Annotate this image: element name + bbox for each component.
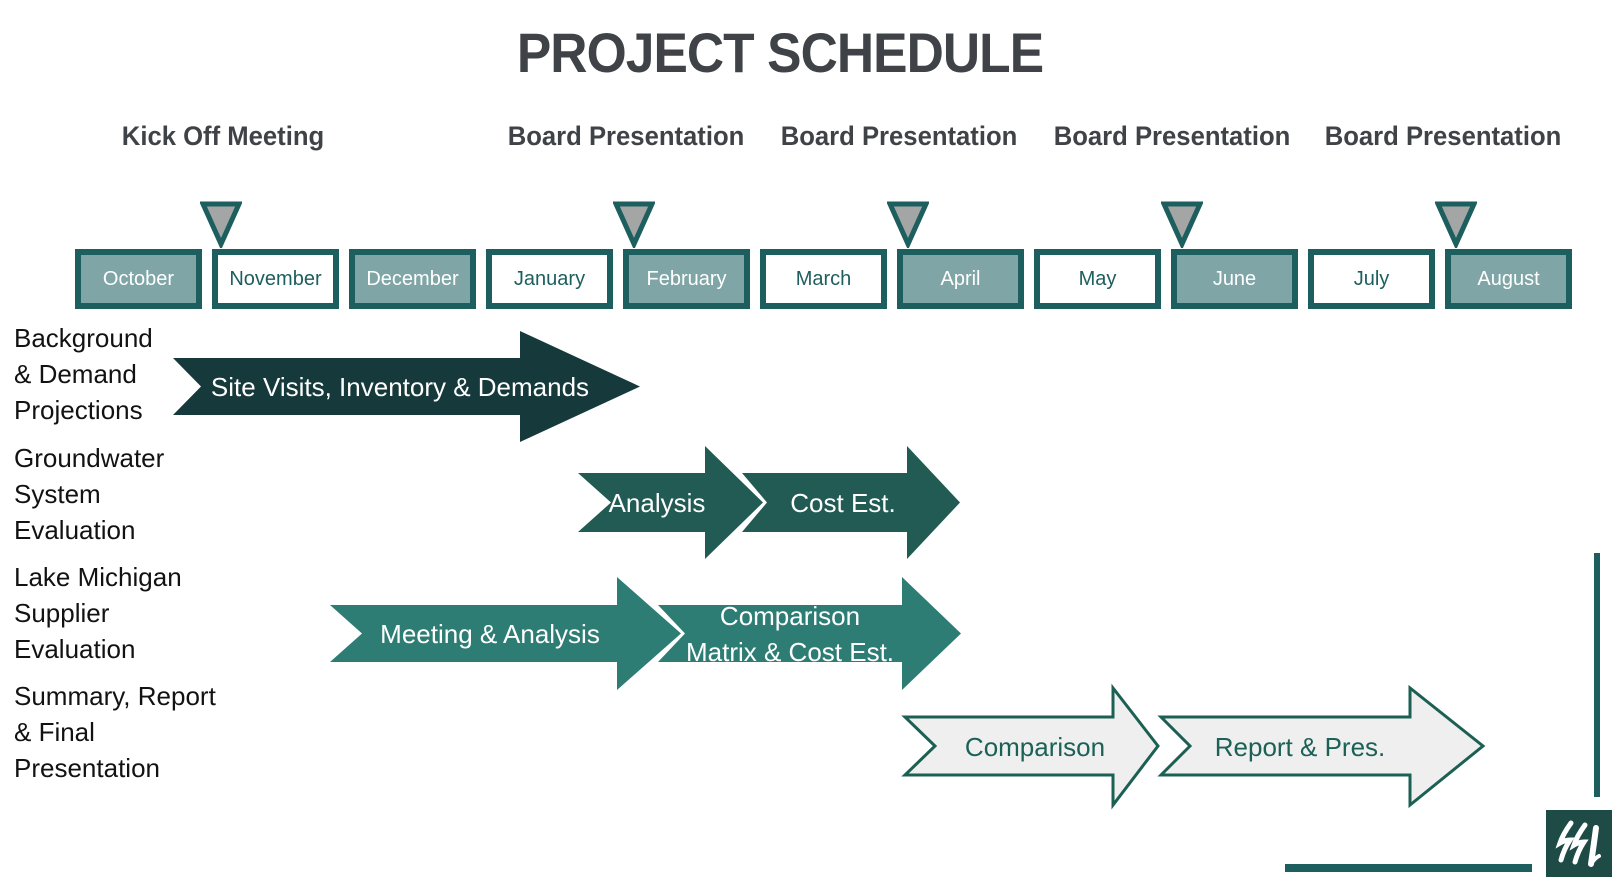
footer-line: [1285, 864, 1532, 872]
milestone-label-board-4: Board Presentation: [1324, 121, 1562, 151]
milestone-triangle-icon: [199, 201, 243, 253]
task-arrow-analysis: [578, 446, 763, 559]
task-label-groundwater: Groundwater System Evaluation: [14, 443, 165, 545]
milestone-label-board-1: Board Presentation: [507, 121, 745, 151]
page-title: PROJECT SCHEDULE: [516, 21, 1044, 84]
brush-monogram-icon: [1555, 820, 1601, 867]
month-cell: July: [1308, 249, 1435, 309]
task-arrow-site-visits: [173, 331, 640, 442]
arrow-text: Meeting & Analysis: [380, 619, 600, 649]
month-cell: March: [760, 249, 887, 309]
vertical-divider-line: [1594, 553, 1600, 797]
task-arrow-comparison: [901, 683, 1160, 810]
milestone-label-board-2: Board Presentation: [780, 121, 1018, 151]
milestone-triangle-icon: [612, 201, 656, 253]
arrow-text: Cost Est.: [790, 488, 896, 518]
task-arrow-report-pres: [1157, 684, 1486, 809]
milestone-label-board-3: Board Presentation: [1053, 121, 1291, 151]
task-arrow-comparison-matrix: [658, 577, 961, 690]
task-label-summary-report: Summary, Report & Final Presentation: [14, 681, 216, 783]
arrow-text: Site Visits, Inventory & Demands: [210, 372, 590, 402]
month-cell: August: [1445, 249, 1572, 309]
arrow-text: Report & Pres.: [1214, 732, 1386, 762]
month-cell: June: [1171, 249, 1298, 309]
month-cell: May: [1034, 249, 1161, 309]
month-cell: October: [75, 249, 202, 309]
arrow-text: Comparison: [964, 732, 1106, 762]
task-arrow-meeting-analysis: [330, 577, 681, 690]
milestone-label-kickoff: Kick Off Meeting: [121, 121, 325, 151]
milestone-triangle-icon: [886, 201, 930, 253]
month-cell: November: [212, 249, 339, 309]
milestone-triangle-icon: [1160, 201, 1204, 253]
month-cell: December: [349, 249, 476, 309]
month-cell: January: [486, 249, 613, 309]
arrow-text: Comparison Matrix & Cost Est.: [685, 601, 895, 667]
month-cell: February: [623, 249, 750, 309]
task-label-background-demand: Background & Demand Projections: [14, 323, 153, 425]
arrow-text: Analysis: [608, 488, 706, 518]
month-cell: April: [897, 249, 1024, 309]
task-arrow-cost-est: [742, 446, 960, 559]
milestone-triangle-icon: [1434, 201, 1478, 253]
company-logo: [1546, 810, 1612, 877]
month-timeline: October November December January Februa…: [75, 249, 1572, 309]
task-label-lake-michigan: Lake Michigan Supplier Evaluation: [14, 562, 182, 664]
